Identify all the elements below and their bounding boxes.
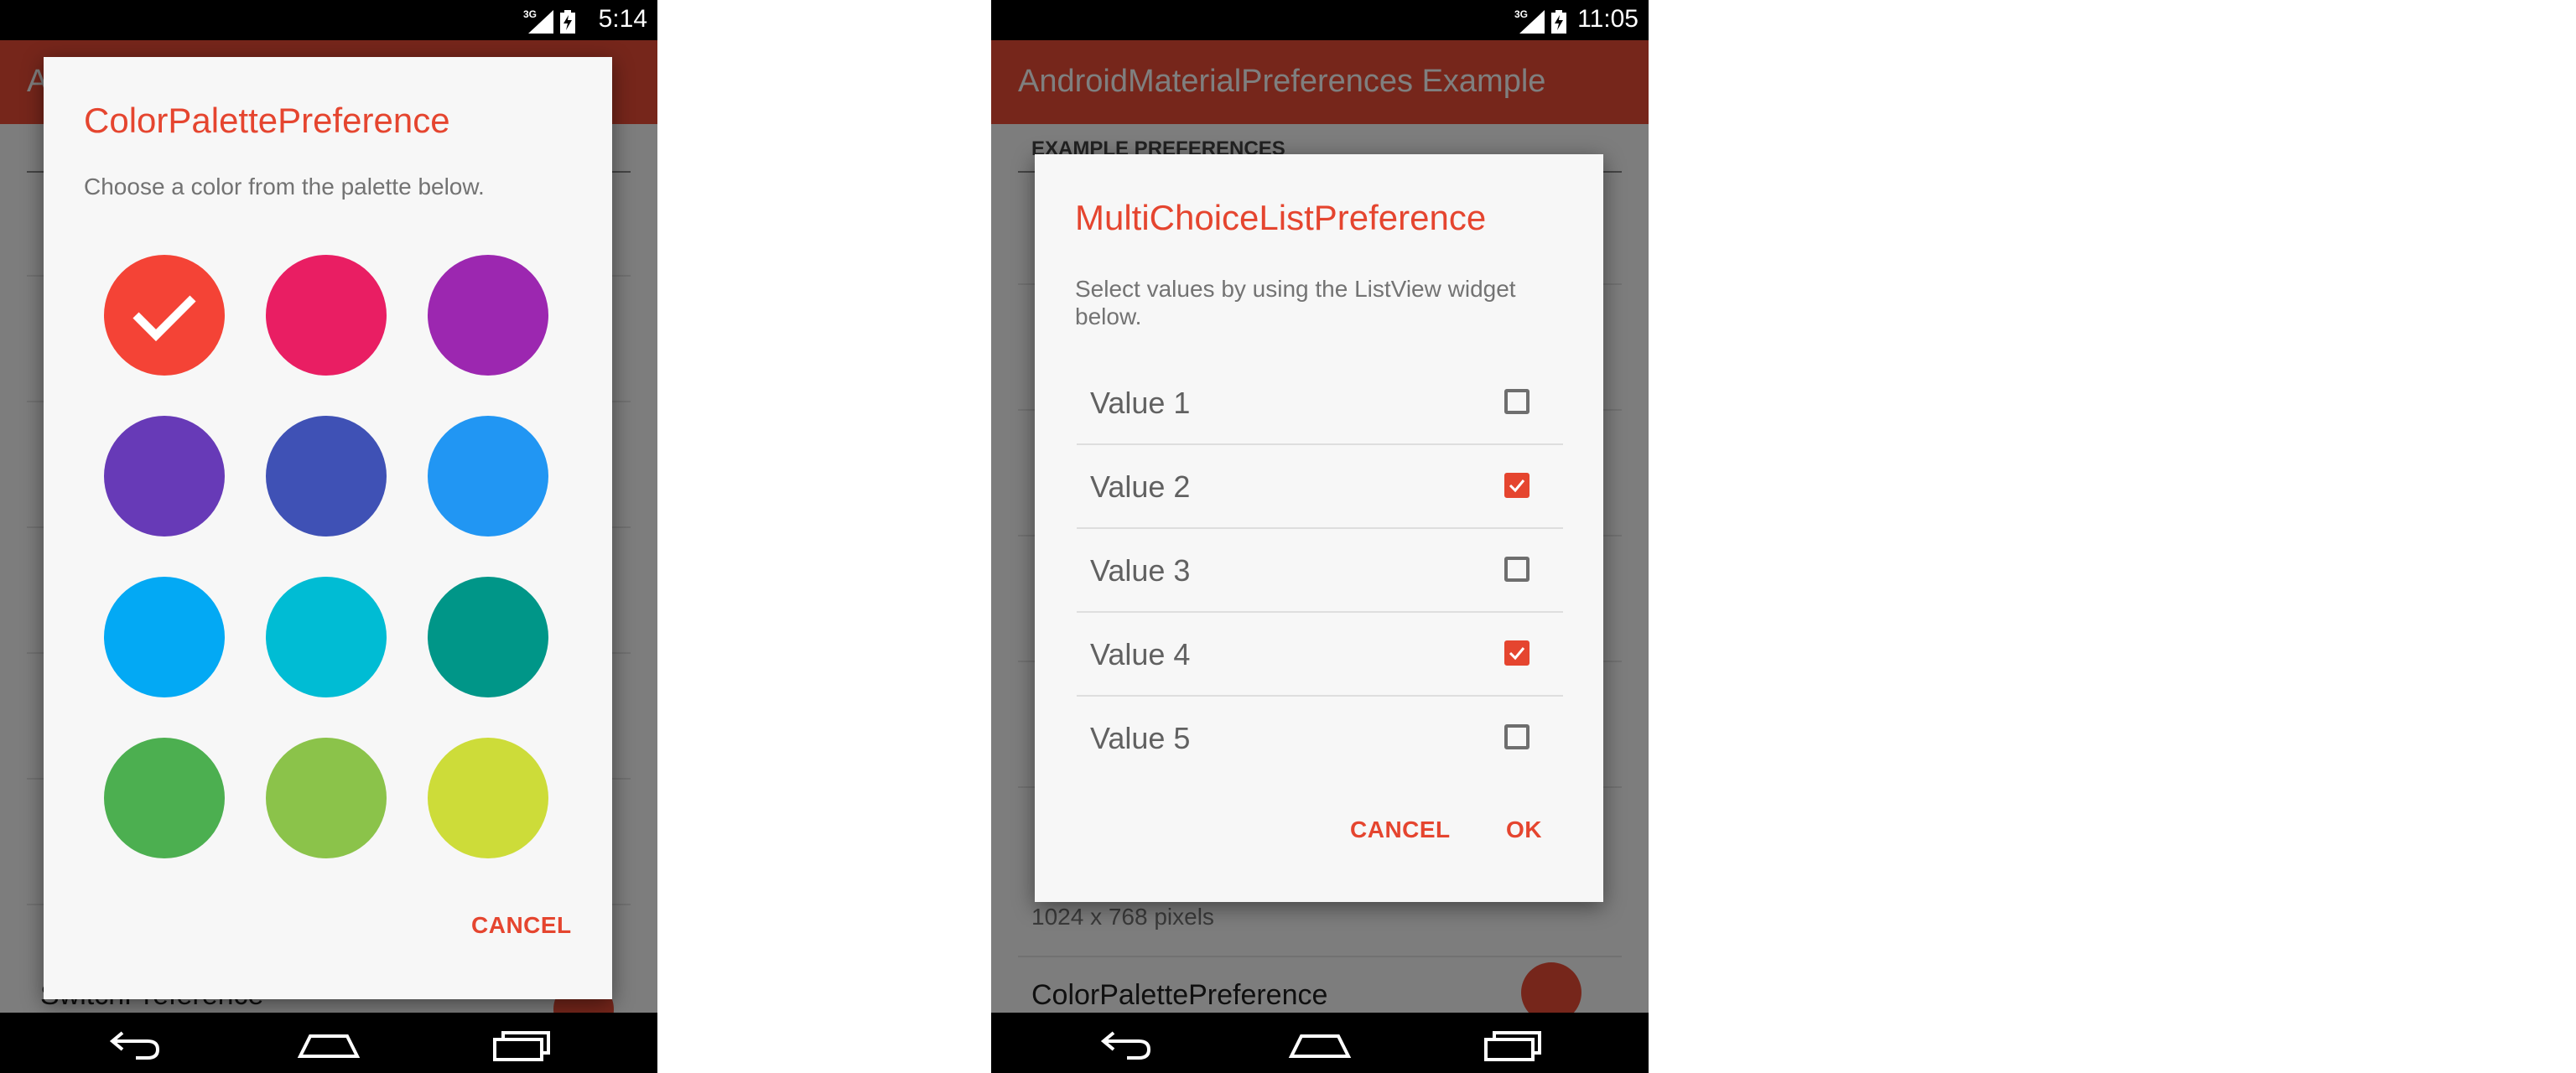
dialog-title: MultiChoiceListPreference — [1075, 198, 1487, 237]
navigation-bar — [0, 1013, 657, 1073]
phone-screen-left: A SwitchPreference 3G 5:14 ColorPaletteP… — [0, 0, 657, 1073]
multi-choice-dialog: MultiChoiceListPreference Select values … — [1035, 154, 1603, 902]
battery-charging-icon — [1551, 10, 1566, 34]
signal-3g-icon: 3G — [523, 8, 553, 34]
color-swatch[interactable] — [428, 416, 548, 536]
list-item[interactable]: Value 4 — [1077, 614, 1563, 697]
color-swatch[interactable] — [428, 255, 548, 376]
recent-apps-icon[interactable] — [1481, 1023, 1548, 1063]
color-swatch[interactable] — [266, 577, 387, 697]
list-item[interactable]: Value 1 — [1077, 362, 1563, 445]
checkbox[interactable] — [1504, 389, 1530, 414]
color-swatch[interactable] — [104, 738, 225, 858]
status-time: 11:05 — [1577, 5, 1639, 33]
list-item-label: Value 2 — [1090, 469, 1191, 504]
list-item-label: Value 5 — [1090, 721, 1191, 755]
color-swatch[interactable] — [428, 738, 548, 858]
status-bar: 3G 11:05 — [991, 0, 1649, 40]
list-divider — [1077, 611, 1563, 613]
signal-3g-icon: 3G — [1514, 8, 1545, 34]
back-icon[interactable] — [101, 1023, 168, 1063]
status-bar: 3G 5:14 — [0, 0, 657, 40]
color-swatch[interactable] — [266, 738, 387, 858]
dialog-message: Select values by using the ListView widg… — [1075, 276, 1516, 329]
list-item-label: Value 1 — [1090, 386, 1191, 420]
ok-button[interactable]: OK — [1506, 816, 1542, 842]
list-divider — [1077, 695, 1563, 697]
phone-screen-right: AndroidMaterialPreferences Example EXAMP… — [991, 0, 1649, 1073]
color-swatch[interactable] — [104, 577, 225, 697]
list-item-label: Value 4 — [1090, 637, 1191, 671]
cancel-button[interactable]: CANCEL — [471, 912, 572, 938]
list-item[interactable]: Value 2 — [1077, 446, 1563, 529]
cancel-button[interactable]: CANCEL — [1350, 816, 1451, 842]
color-palette-dialog: ColorPalettePreference Choose a color fr… — [44, 57, 612, 999]
color-swatch[interactable] — [266, 255, 387, 376]
list-divider — [1077, 443, 1563, 445]
list-item-label: Value 3 — [1090, 553, 1191, 588]
checkbox[interactable] — [1504, 724, 1530, 749]
color-swatch[interactable] — [104, 416, 225, 536]
list-item[interactable]: Value 3 — [1077, 530, 1563, 613]
status-time: 5:14 — [598, 5, 647, 33]
checkmark-icon — [1509, 479, 1525, 493]
dialog-title: ColorPalettePreference — [84, 101, 450, 140]
back-icon[interactable] — [1092, 1023, 1159, 1063]
checkbox[interactable] — [1504, 473, 1530, 498]
checkmark-icon — [132, 295, 196, 342]
list-item[interactable]: Value 5 — [1077, 697, 1563, 780]
home-icon[interactable] — [1286, 1023, 1353, 1063]
color-swatch[interactable] — [266, 416, 387, 536]
checkmark-icon — [1509, 647, 1525, 661]
battery-charging-icon — [560, 10, 575, 34]
checkbox[interactable] — [1504, 640, 1530, 666]
dialog-message: Choose a color from the palette below. — [84, 174, 485, 200]
recent-apps-icon[interactable] — [490, 1023, 557, 1063]
checkbox[interactable] — [1504, 557, 1530, 582]
home-icon[interactable] — [295, 1023, 362, 1063]
list-divider — [1077, 527, 1563, 529]
color-swatch[interactable] — [104, 255, 225, 376]
color-swatch[interactable] — [428, 577, 548, 697]
navigation-bar — [991, 1013, 1649, 1073]
